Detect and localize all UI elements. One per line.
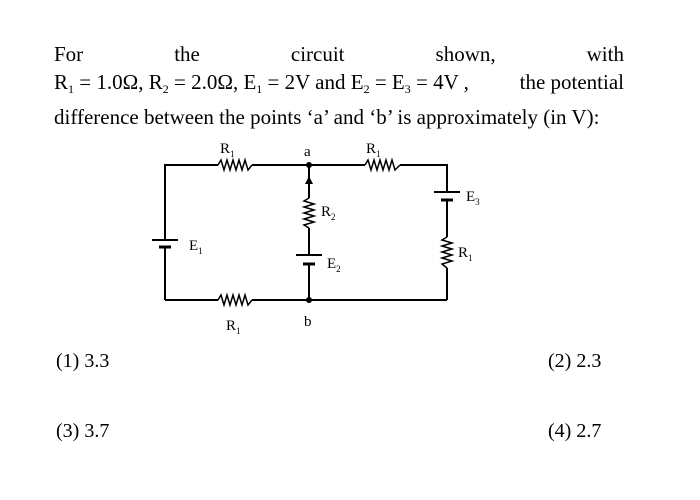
label-e1: E1	[189, 238, 203, 256]
label-e3-sub: 3	[475, 197, 480, 207]
label-r1-bottom: R1	[226, 318, 241, 336]
value-r2: 2.0Ω	[191, 70, 233, 94]
label-r1-bottom-letter: R	[226, 318, 236, 334]
label-r1-bottom-sub: 1	[236, 326, 241, 336]
label-r1-right: R1	[458, 245, 473, 263]
circuit-svg: a b R1 R1 R1 R2 R1 E1 E2 E3	[152, 141, 480, 336]
label-e3: E3	[466, 189, 480, 207]
option-2[interactable]: (2) 2.3	[548, 350, 602, 372]
resistors	[217, 157, 455, 308]
resistor-r1-top-left	[217, 157, 253, 173]
resistor-r2-middle	[301, 197, 317, 229]
word-circuit: circuit	[290, 42, 345, 66]
label-e2: E2	[327, 256, 341, 274]
phrase-the-potential: the potential	[519, 70, 624, 94]
label-r1-top-right-sub: 1	[376, 149, 381, 159]
current-arrow	[305, 176, 313, 184]
word-and: and	[315, 70, 346, 94]
wire-top-left	[164, 164, 218, 240]
junction-dot-a	[306, 162, 312, 168]
junction-dot-b	[306, 297, 312, 303]
question-text: For the circuit shown, with R1 = 1.0Ω, R…	[54, 40, 624, 131]
question-line-2: R1 = 1.0Ω, R2 = 2.0Ω, E1 = 2V and E2 = E…	[54, 68, 624, 103]
word-shown: shown,	[435, 42, 496, 66]
resistor-r1-top-right	[364, 157, 401, 173]
label-e1-sub: 1	[198, 246, 203, 256]
label-r1-top-left: R1	[220, 141, 235, 159]
label-r1-top-left-letter: R	[220, 141, 230, 157]
label-r2-letter: R	[321, 204, 331, 220]
label-e3-letter: E	[466, 189, 475, 205]
label-point-a: a	[304, 144, 311, 160]
batteries	[152, 191, 460, 266]
label-r2-sub: 2	[331, 212, 336, 222]
value-e1: 2V	[284, 70, 310, 94]
circuit-wires	[164, 164, 448, 301]
option-3[interactable]: (3) 3.7	[56, 420, 110, 442]
question-line-1: For the circuit shown, with	[54, 40, 624, 68]
label-r1-right-sub: 1	[468, 253, 473, 263]
given-values: R1 = 1.0Ω, R2 = 2.0Ω, E1 = 2V and E2 = E…	[54, 70, 469, 96]
label-r1-top-right-letter: R	[366, 141, 376, 157]
option-4[interactable]: (4) 2.7	[548, 420, 602, 442]
resistor-r1-right	[439, 236, 455, 269]
label-e2-letter: E	[327, 256, 336, 272]
word-the: the	[174, 42, 200, 66]
value-e23: 4V	[433, 70, 459, 94]
option-1[interactable]: (1) 3.3	[56, 350, 110, 372]
label-r2: R2	[321, 204, 336, 222]
label-r1-right-letter: R	[458, 245, 468, 261]
word-with: with	[586, 42, 624, 66]
label-r1-top-right: R1	[366, 141, 381, 159]
label-r1-top-left-sub: 1	[230, 149, 235, 159]
wire-top-right	[400, 164, 448, 192]
circuit-diagram: a b R1 R1 R1 R2 R1 E1 E2 E3	[130, 140, 490, 340]
value-r1: 1.0Ω	[96, 70, 139, 94]
label-e2-sub: 2	[336, 264, 341, 274]
word-for: For	[54, 42, 84, 66]
label-point-b: b	[304, 314, 312, 330]
label-e1-letter: E	[189, 238, 198, 254]
question-line-3: difference between the points ‘a’ and ‘b…	[54, 105, 600, 129]
resistor-r1-bottom	[217, 292, 253, 308]
